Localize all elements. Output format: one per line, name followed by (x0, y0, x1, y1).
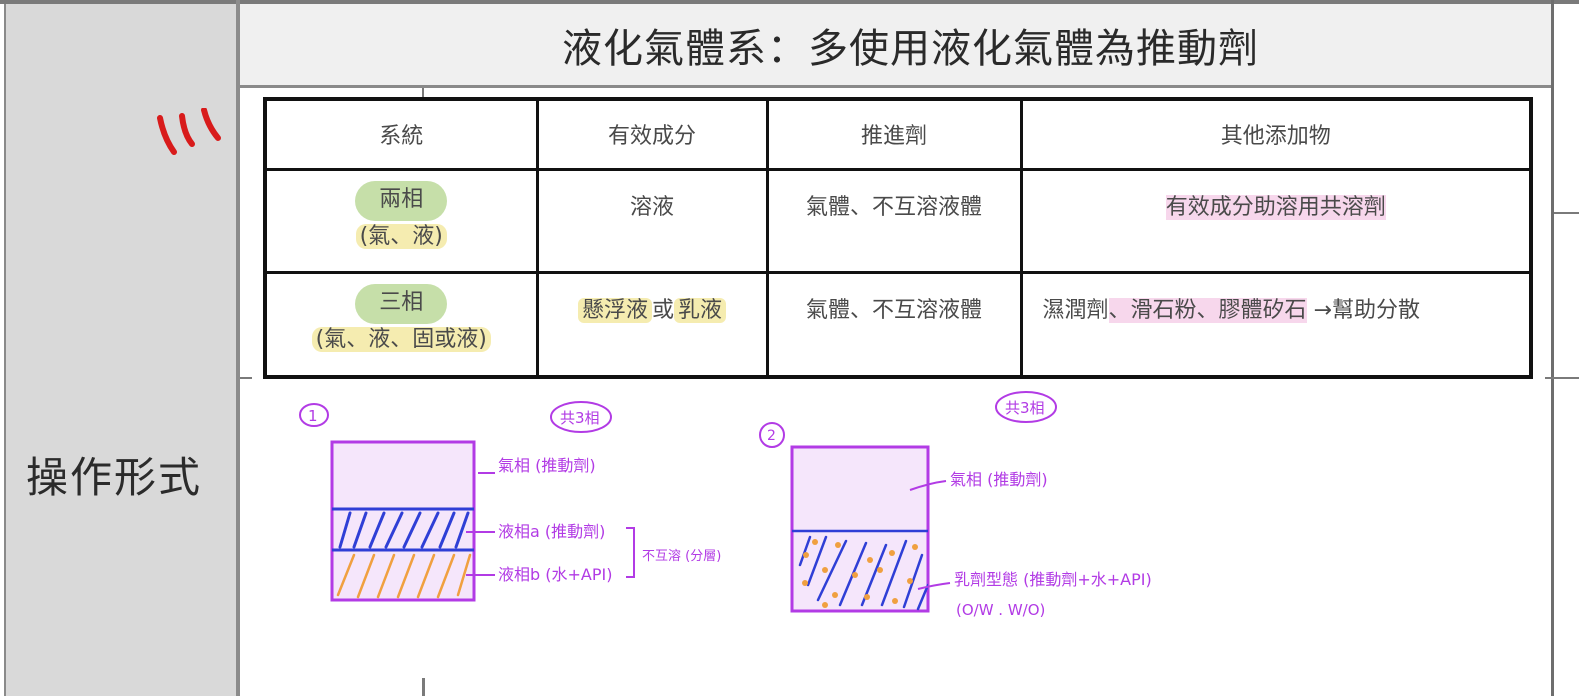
phase-label: 液相b (水+API) (498, 565, 612, 584)
active-ingredient-connector: 或 (651, 297, 674, 323)
frame-top-border (0, 0, 1579, 4)
grid-tick (1545, 377, 1579, 379)
phase-label: 乳劑型態 (推動劑+水+API) (954, 570, 1152, 589)
side-label: 操作形式 (26, 453, 203, 502)
column-header: 有效成分 (535, 97, 769, 171)
grid-tick (422, 88, 424, 100)
grid-tick (240, 377, 252, 379)
system-pill: 三相 (355, 283, 448, 324)
additives-highlight: 有效成分助溶用共溶劑 (1165, 194, 1386, 220)
frame-right-border (1551, 0, 1554, 696)
phase-count-badge: 共3相 (560, 409, 600, 427)
grid-tick (422, 678, 425, 696)
grid-tick (1554, 212, 1579, 214)
system-cell: 三相 (氣、液、固或液) (263, 270, 539, 379)
propellant-text: 氣體、不互溶液體 (805, 194, 982, 220)
propellant-cell: 氣體、不互溶液體 (765, 167, 1023, 274)
aerosol-system-table: 系統 有效成分 推進劑 其他添加物 兩相 (氣、液) 溶液 氣體、不互溶液體 (263, 97, 1533, 379)
column-header: 推進劑 (765, 97, 1023, 171)
phase-label: 氣相 (推動劑) (950, 470, 1048, 489)
additives-tail: →幫助分散 (1306, 297, 1420, 323)
additives-text: 濕潤劑 (1042, 297, 1109, 323)
column-header: 其他添加物 (1019, 97, 1533, 171)
active-ingredient-highlight-2: 乳液 (674, 297, 727, 323)
phase-label: 氣相 (推動劑) (498, 456, 596, 475)
system-detail: (氣、液) (355, 223, 447, 249)
immiscible-label: 不互溶 (分層) (642, 549, 721, 564)
title-bar: 液化氣體系：多使用液化氣體為推動劑 (240, 4, 1551, 88)
propellant-cell: 氣體、不互溶液體 (765, 270, 1023, 379)
active-ingredient-highlight: 懸浮液 (577, 297, 652, 323)
additives-highlight: 、滑石粉、膠體矽石 (1108, 297, 1307, 323)
active-ingredient-cell: 溶液 (535, 167, 769, 274)
system-cell: 兩相 (氣、液) (263, 167, 539, 274)
column-header: 系統 (263, 97, 539, 171)
diagram-2: 2 共3相 氣相 (推動劑) 乳劑型態 (推動劑+水+API) (759, 391, 1152, 619)
diagram-number: 1 (308, 407, 318, 425)
diagram-number: 2 (767, 428, 776, 444)
active-ingredient-cell: 懸浮液或乳液 (535, 270, 769, 379)
page-title: 液化氣體系：多使用液化氣體為推動劑 (562, 25, 1259, 72)
system-pill: 兩相 (355, 180, 448, 221)
additives-cell: 有效成分助溶用共溶劑 (1019, 167, 1533, 274)
side-column-border (236, 0, 240, 696)
side-column (4, 4, 236, 696)
emulsion-type-label: (O/W . W/O) (956, 601, 1045, 619)
table-row: 三相 (氣、液、固或液) 懸浮液或乳液 氣體、不互溶液體 濕潤劑、滑石粉、膠體矽… (263, 270, 1533, 379)
phase-label: 液相a (推動劑) (498, 522, 605, 541)
red-annotation-mark-icon (157, 108, 221, 155)
table-row: 兩相 (氣、液) 溶液 氣體、不互溶液體 有效成分助溶用共溶劑 (263, 167, 1533, 274)
active-ingredient-text: 溶液 (629, 194, 674, 220)
diagram-1: 1 共3相 氣相 (推動劑) 液相a (推動劑) (299, 401, 721, 602)
additives-cell: 濕潤劑、滑石粉、膠體矽石 →幫助分散 (1019, 270, 1533, 379)
system-detail: (氣、液、固或液) (311, 326, 491, 352)
phase-sketch-diagrams: 1 共3相 氣相 (推動劑) 液相a (推動劑) (299, 391, 1152, 619)
phase-count-badge: 共3相 (1005, 399, 1045, 417)
propellant-text: 氣體、不互溶液體 (805, 297, 982, 323)
table-header-row: 系統 有效成分 推進劑 其他添加物 (263, 97, 1533, 171)
